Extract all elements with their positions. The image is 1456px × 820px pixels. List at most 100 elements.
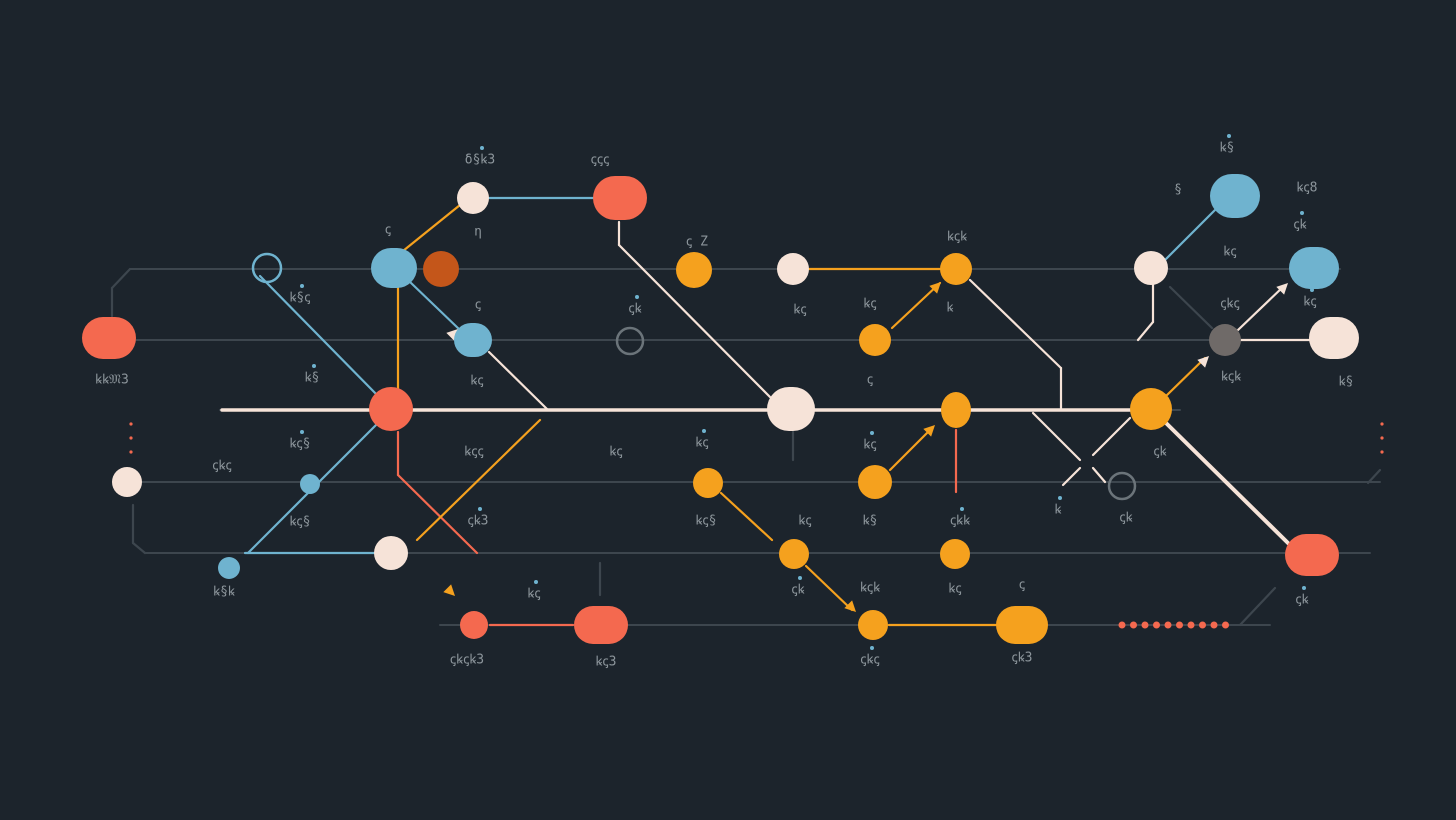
edge-track-3 [110,267,132,290]
edge-blue-3 [408,280,462,332]
edge-cream-3 [617,243,772,399]
edge-orange-7 [719,491,774,542]
label-37-dot [1058,496,1062,500]
label-26: ꝃꞔ [863,297,876,312]
label-19: ꞔꝃ [628,302,641,317]
label-37: ꝃ [1055,503,1062,518]
edge-orange-3 [415,418,542,542]
dot-row-8 [1199,621,1206,629]
label-33: ꝃ [947,301,954,316]
dot-row-9 [1210,621,1218,629]
label-8: ꝃꞔ [470,374,483,389]
label-17: ꞔꝃꞔꝃ3 [450,653,484,668]
node-13 [460,611,488,639]
label-34: ꞔꝃꝃ [950,514,970,529]
edge-track-2 [1238,586,1277,627]
label-43: ꞔꝃ [1293,218,1306,233]
label-1-dot [480,146,484,150]
label-5: ꞔ [475,298,481,313]
dot-left-col-2 [129,436,133,440]
node-9 [369,387,413,431]
label-9: ꞔꝃꞔ [212,459,231,474]
dot-markers [129,422,1384,629]
node-22 [858,465,892,499]
node-30 [1210,174,1260,218]
label-24: ꝃꞔ [798,514,811,529]
label-42: ꝃꞔ8 [1296,181,1317,196]
label-27: ꞔ [867,373,873,388]
edge-orange-1 [396,203,462,257]
edge-cream-12 [1136,320,1155,342]
label-11: ꝃꞔꞔ [464,445,483,460]
label-16-dot [534,580,538,584]
label-31-dot [870,646,874,650]
label-20: ꞔ Z [686,235,708,250]
node-7 [593,176,647,220]
node-27 [996,606,1048,644]
dot-row-6 [1176,621,1183,629]
dot-left-col-1 [129,422,133,426]
label-14: ꝃꞔ§ [289,515,310,530]
dot-row-2 [1130,621,1137,629]
node-16 [676,252,712,288]
label-3: ƞ [474,225,482,240]
node-8 [454,323,492,357]
arrowhead-4 [844,600,856,612]
label-15: ꝃ§ꝃ [213,585,235,600]
node-32 [1209,324,1241,356]
label-19-dot [635,295,639,299]
dot-row-3 [1141,621,1149,629]
label-12: ꝃꞔ [609,445,622,460]
label-16: ꝃꞔ [527,587,540,602]
label-22-dot [702,429,706,433]
node-21 [859,324,891,356]
label-35: ꝃꞔ [948,582,961,597]
label-13-dot [478,507,482,511]
label-21: ꝃꞔ [793,303,806,318]
edge-track-1 [1168,285,1214,330]
node-12 [218,557,240,579]
node-6 [457,182,489,214]
dot-row-5 [1164,621,1172,629]
node-18 [767,387,815,431]
label-41: § [1174,183,1182,198]
label-36: ꞔꝃ3 [1011,651,1032,666]
label-10-dot [300,430,304,434]
node-25 [941,392,971,428]
label-2: ꞔꞔꞔ [591,153,610,168]
label-29: ꝃ§ [863,514,878,529]
dot-row-1 [1118,621,1126,629]
node-24 [940,253,972,285]
dot-left-col-3 [129,450,133,454]
node-26 [940,539,970,569]
edge-cream-7 [1091,416,1132,457]
label-50: ꞔ [1019,578,1025,593]
label-31: ꞔꝃꞔ [860,653,879,668]
edge-cream-1 [487,350,550,412]
nodes [82,174,1359,644]
label-1: ẟ§ꝃ3 [465,153,495,168]
node-34 [1285,534,1339,576]
label-49-dot [1302,586,1306,590]
node-11 [300,474,320,494]
label-44: ꝃꞔ [1223,245,1236,260]
label-13: ꞔꝃ3 [467,514,488,529]
edge-track-9 [1366,468,1382,485]
edge-blue-6 [1163,208,1217,262]
label-45: ꞔꝃꞔ [1220,297,1239,312]
label-46: ꝃꞔ [1303,295,1316,310]
label-48: ꝃ§ [1339,375,1354,390]
edge-cream-13 [1236,284,1286,332]
node-10 [374,536,408,570]
label-47: ꝃꞔꝃ [1221,370,1241,385]
node-29 [1134,251,1168,285]
label-23: ꝃꞔ§ [695,514,716,529]
node-35 [1107,471,1137,501]
edge-cream-9 [1091,466,1107,484]
label-28: ꝃꞔ [863,438,876,453]
edge-cream-4 [968,278,1063,370]
edge-orange-6 [888,426,934,472]
arrowhead-5 [1197,356,1209,368]
